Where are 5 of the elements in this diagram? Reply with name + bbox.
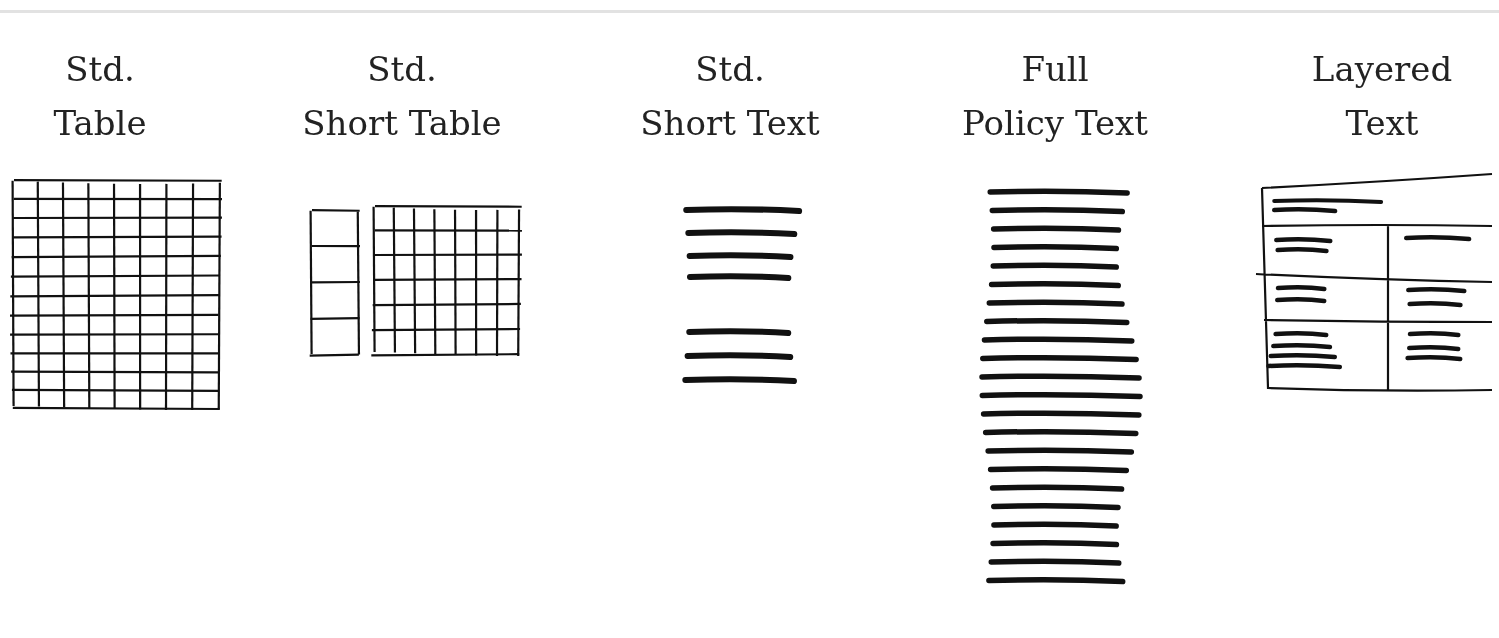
column-heading: Std. Table xyxy=(53,48,147,145)
column-heading: Layered Text xyxy=(1311,48,1453,145)
column-heading: Full Policy Text xyxy=(962,48,1148,145)
column-heading: Std. Short Text xyxy=(640,48,820,145)
column-heading: Std. Short Table xyxy=(302,48,502,145)
